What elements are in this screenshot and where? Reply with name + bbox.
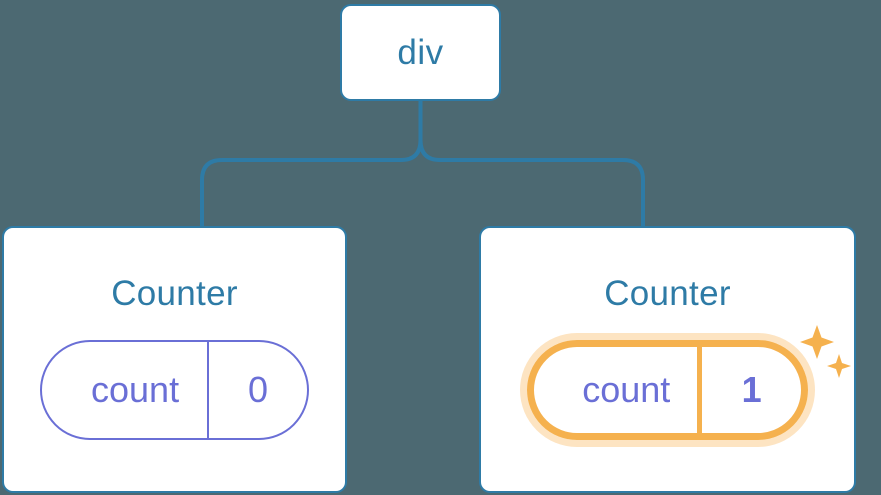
state-value-label-left: 0 xyxy=(247,369,268,410)
state-key-label-right: count xyxy=(582,369,671,410)
card-title-right: Counter xyxy=(604,274,731,313)
state-value-cell-left: 0 xyxy=(209,342,307,438)
state-value-label-right: 1 xyxy=(741,369,762,410)
state-pill-left[interactable]: count 0 xyxy=(40,340,309,440)
state-pill-right[interactable]: count 1 xyxy=(527,325,851,440)
node-root-label: div xyxy=(397,33,444,72)
state-key-cell-left: count xyxy=(42,342,209,438)
state-value-cell-right: 1 xyxy=(702,347,801,433)
node-root-div[interactable]: div xyxy=(340,4,501,101)
sparkle-icon xyxy=(800,325,851,378)
state-key-label-left: count xyxy=(91,369,180,410)
state-key-cell-right: count xyxy=(534,347,703,433)
card-counter-right[interactable]: Counter count 1 xyxy=(479,226,856,493)
state-pill-wrap-right: count 1 xyxy=(481,325,854,440)
state-pill-wrap-left: count 0 xyxy=(4,340,345,440)
card-title-left: Counter xyxy=(111,274,238,313)
card-counter-left[interactable]: Counter count 0 xyxy=(2,226,347,493)
